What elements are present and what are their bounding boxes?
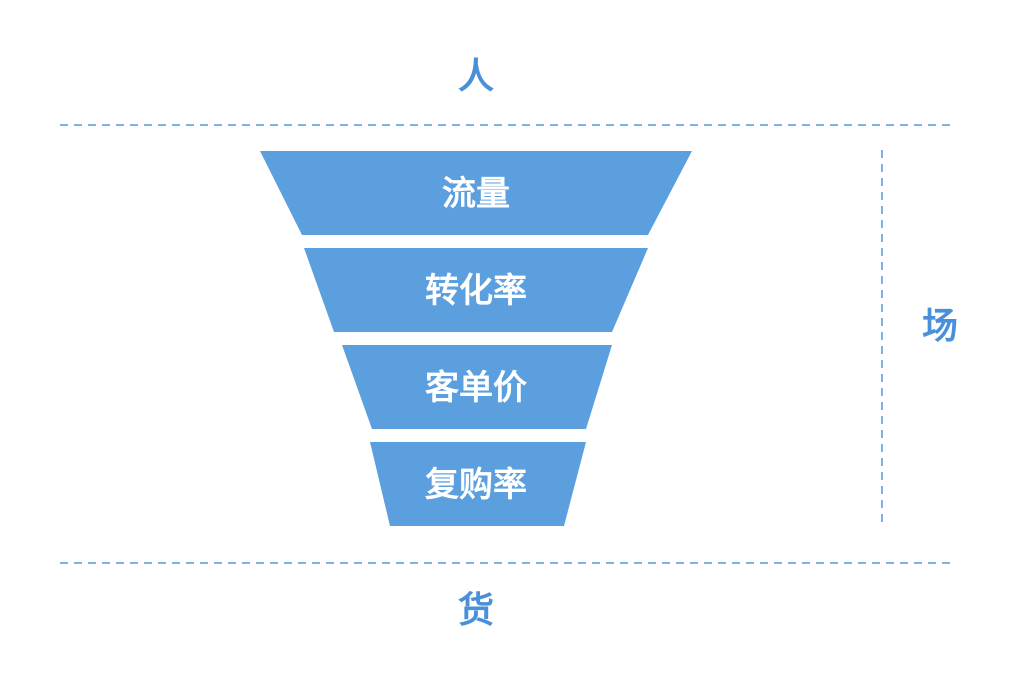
funnel-tier-1-label: 流量	[442, 174, 510, 214]
funnel-tier-1-shape	[260, 151, 692, 235]
label-top: 人	[458, 56, 494, 97]
funnel-tier-2: 转化率	[304, 248, 648, 332]
funnel-tier-3-shape	[342, 345, 612, 429]
funnel-tier-4: 复购率	[370, 442, 586, 526]
funnel-tier-2-label: 转化率	[425, 271, 527, 311]
funnel-tier-3-label: 客单价	[425, 368, 527, 408]
funnel-tier-2-shape	[304, 248, 648, 332]
funnel: 流量 转化率 客单价 复购率	[260, 151, 692, 526]
label-right: 场	[922, 306, 958, 347]
funnel-tier-3: 客单价	[342, 345, 612, 429]
funnel-tier-4-shape	[370, 442, 586, 526]
funnel-tier-4-label: 复购率	[425, 465, 527, 505]
label-bottom: 货	[458, 590, 494, 631]
funnel-tier-1: 流量	[260, 151, 692, 235]
